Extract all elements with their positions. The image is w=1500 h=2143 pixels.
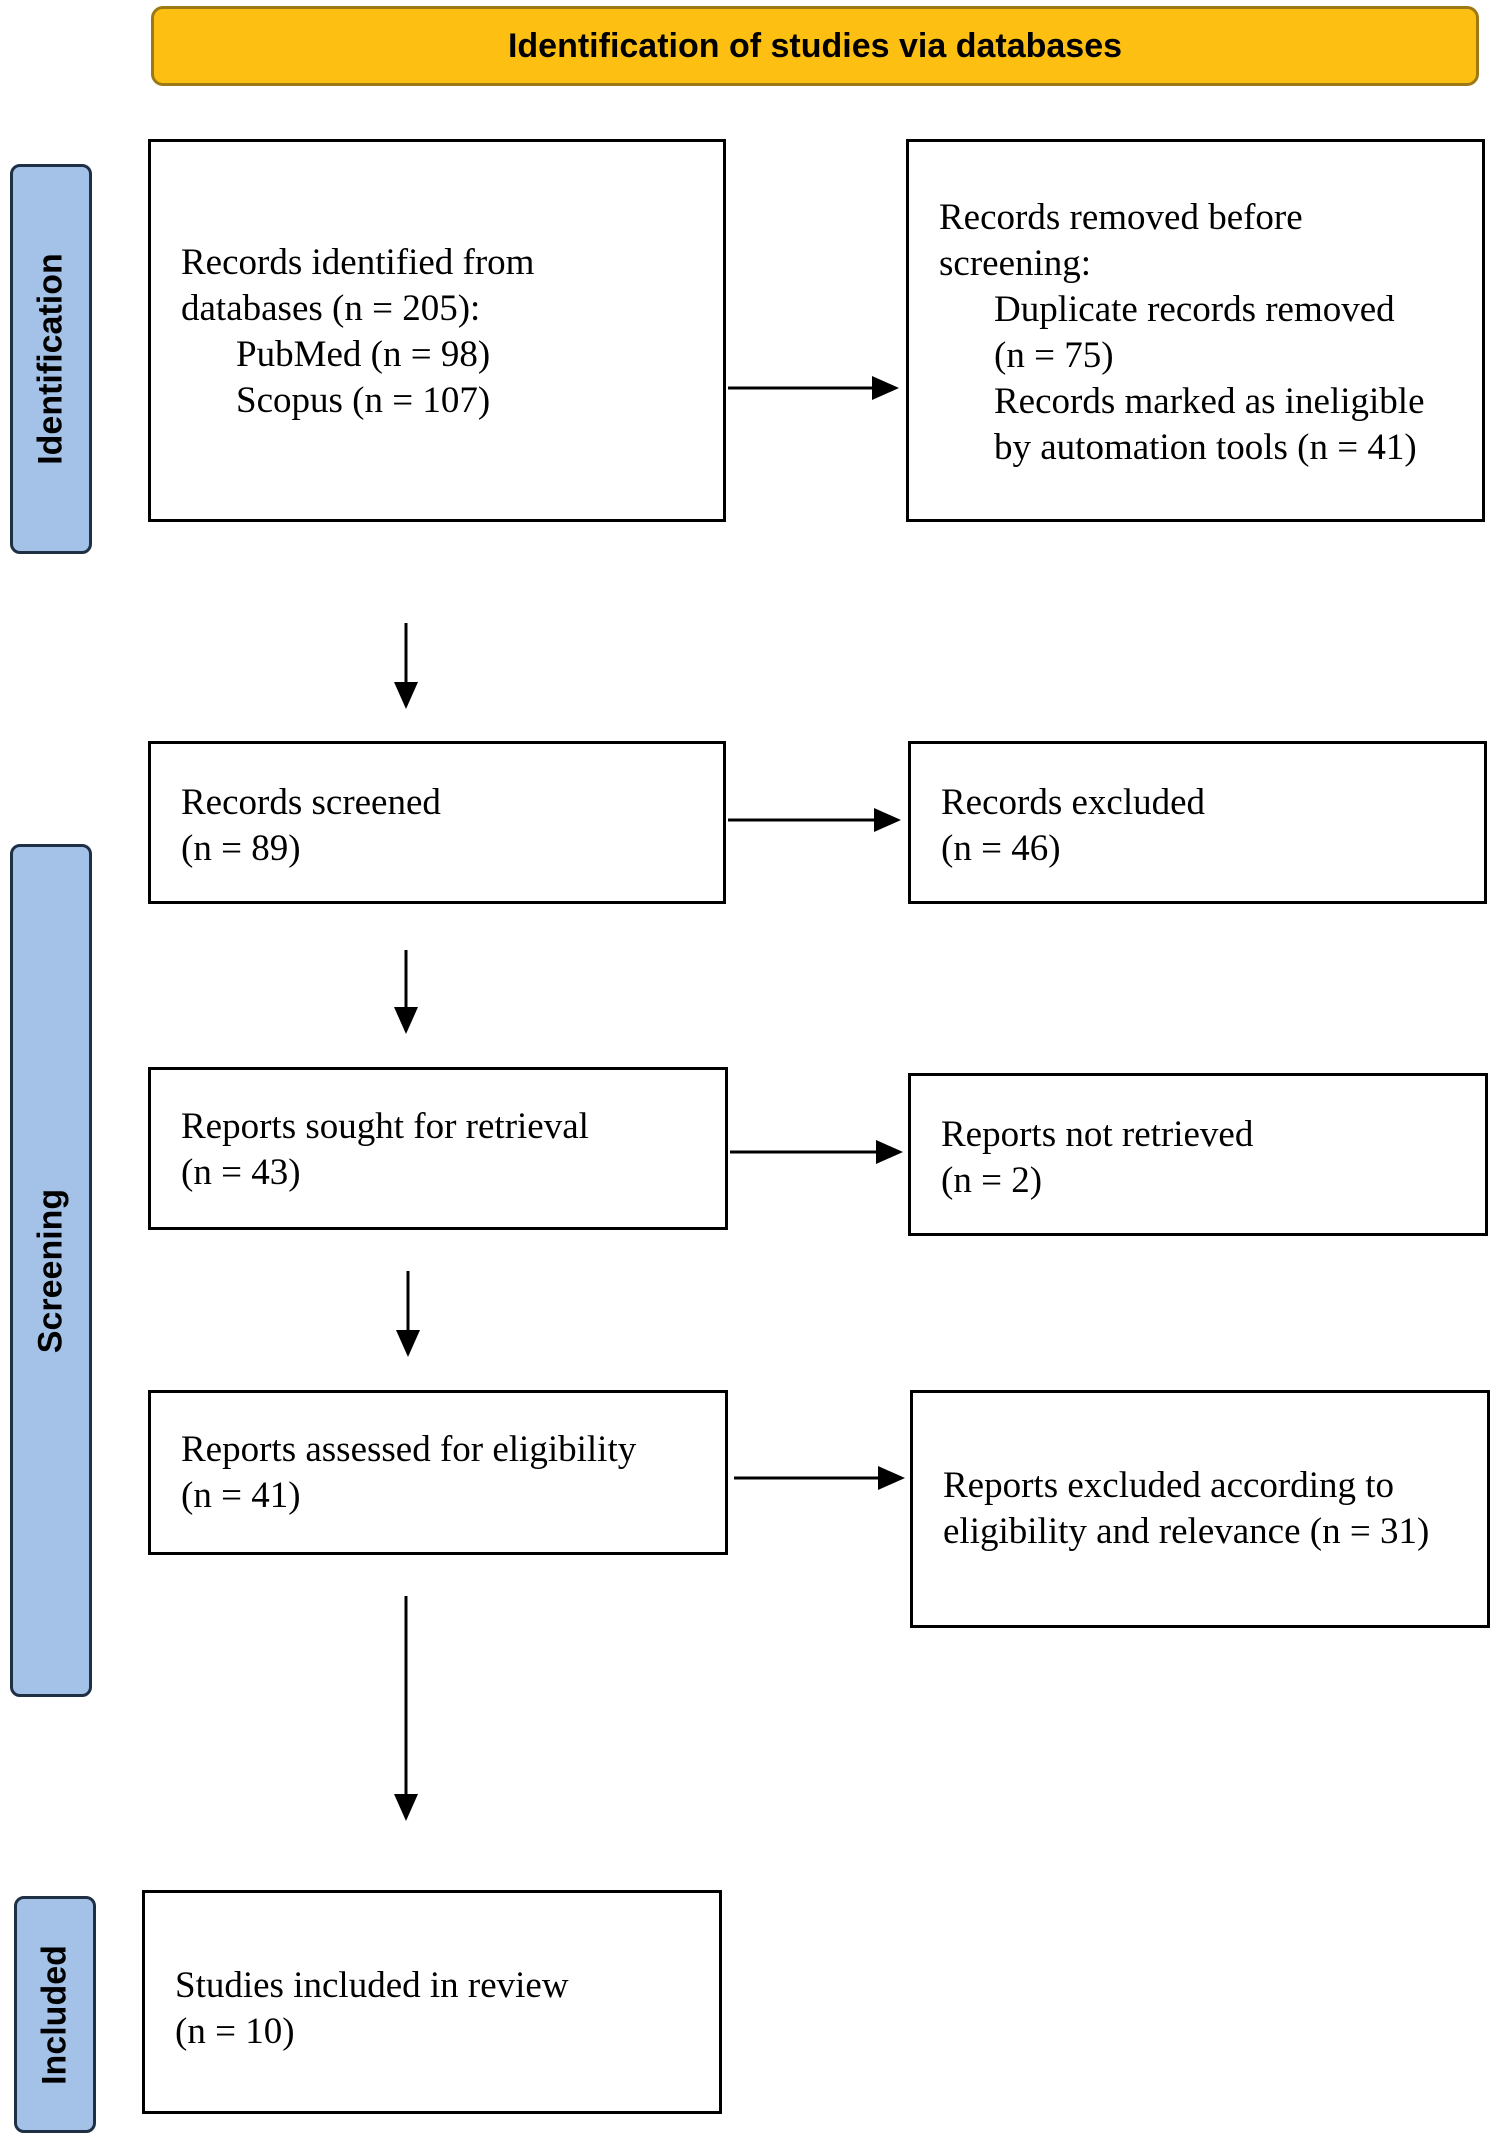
box-line: (n = 46) xyxy=(941,828,1061,869)
box-line: Records removed before xyxy=(939,197,1303,238)
phase-label-identification: Identification xyxy=(10,164,92,554)
box-line: (n = 41) xyxy=(181,1475,301,1516)
box-line: Records excluded xyxy=(941,782,1206,823)
box-line: (n = 43) xyxy=(181,1152,301,1193)
box-records-screened: Records screened (n = 89) xyxy=(148,741,726,904)
box-line: Records identified from xyxy=(181,242,535,283)
box-reports-assessed: Reports assessed for eligibility (n = 41… xyxy=(148,1390,728,1555)
section-header: Identification of studies via databases xyxy=(151,6,1479,86)
box-studies-included: Studies included in review (n = 10) xyxy=(142,1890,722,2114)
box-line: (n = 10) xyxy=(175,2011,295,2052)
box-line: (n = 75) xyxy=(994,335,1114,376)
box-line: Records screened xyxy=(181,782,441,823)
box-records-removed-before-screening: Records removed before screening: Duplic… xyxy=(906,139,1485,522)
box-line: screening: xyxy=(939,243,1092,284)
box-line-scopus: Scopus (n = 107) xyxy=(236,380,491,421)
box-records-excluded: Records excluded (n = 46) xyxy=(908,741,1487,904)
box-line: Reports assessed for eligibility xyxy=(181,1429,637,1470)
box-records-identified: Records identified from databases (n = 2… xyxy=(148,139,726,522)
phase-screening-text: Screening xyxy=(31,1188,70,1353)
phase-label-included: Included xyxy=(14,1896,96,2133)
section-header-title: Identification of studies via databases xyxy=(507,26,1123,65)
box-line: (n = 2) xyxy=(941,1160,1043,1201)
box-line: by automation tools (n = 41) xyxy=(994,427,1417,468)
box-line: Studies included in review xyxy=(175,1965,569,2006)
phase-label-screening: Screening xyxy=(10,844,92,1697)
box-line: Reports not retrieved xyxy=(941,1114,1254,1155)
box-line: Duplicate records removed xyxy=(994,289,1395,330)
box-line: Records marked as ineligible xyxy=(994,381,1425,422)
box-line: (n = 89) xyxy=(181,828,301,869)
box-line: Reports sought for retrieval xyxy=(181,1106,589,1147)
box-line: databases (n = 205): xyxy=(181,288,481,329)
box-reports-not-retrieved: Reports not retrieved (n = 2) xyxy=(908,1073,1488,1236)
box-line: Reports excluded according to xyxy=(943,1465,1395,1506)
box-reports-sought: Reports sought for retrieval (n = 43) xyxy=(148,1067,728,1230)
box-line-pubmed: PubMed (n = 98) xyxy=(236,334,491,375)
box-reports-excluded: Reports excluded according to eligibilit… xyxy=(910,1390,1490,1628)
phase-identification-text: Identification xyxy=(31,253,70,465)
phase-included-text: Included xyxy=(35,1944,74,2085)
box-line: eligibility and relevance (n = 31) xyxy=(943,1511,1430,1552)
